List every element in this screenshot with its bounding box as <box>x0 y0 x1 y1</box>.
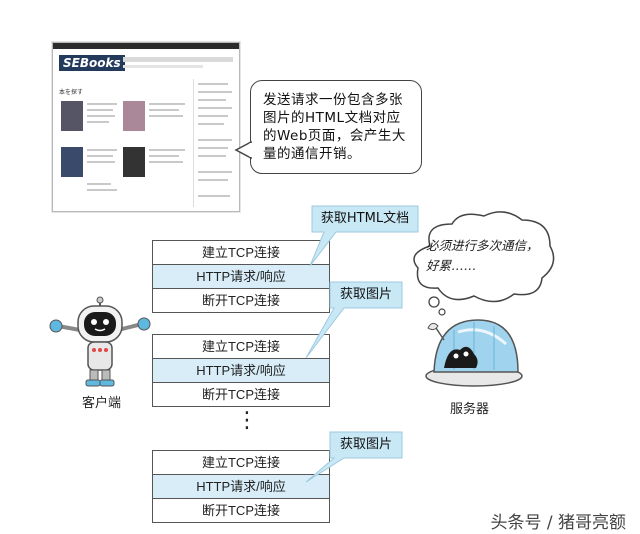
callout-get-image: 获取图片 <box>339 287 392 302</box>
thumbnail-sidebar <box>193 79 236 207</box>
watermark: 头条号 / 猪哥亮额 <box>490 513 626 533</box>
callout-get-html: 获取HTML文档 <box>320 211 410 226</box>
tcp-connect-row: 建立TCP连接 <box>153 335 329 359</box>
tcp-disconnect-row: 断开TCP连接 <box>201 293 280 308</box>
connection-block-3: 建立TCP连接 HTTP请求/响应 断开TCP连接 <box>152 450 330 523</box>
thumbnail-nav <box>123 57 233 62</box>
tcp-connect-row: 建立TCP连接 <box>153 241 329 265</box>
tcp-disconnect-row: 断开TCP连接 <box>201 503 280 518</box>
bubble-text: 发送请求一份包含多张图片的HTML文档对应的Web页面，会产生大量的通信开销。 <box>263 92 406 162</box>
callout-get-image: 获取图片 <box>339 437 392 452</box>
book-cover <box>61 101 83 131</box>
text-line <box>149 103 185 105</box>
thumbnail-logo: SEBooks <box>59 55 125 71</box>
http-request-row: HTTP请求/响应 <box>153 265 329 289</box>
text-line <box>87 115 115 117</box>
tcp-disconnect-row: 断开TCP连接 <box>201 387 280 402</box>
book-cover <box>123 101 145 131</box>
text-line <box>149 149 185 151</box>
text-line <box>87 149 117 151</box>
vertical-ellipsis: ⋮ <box>236 408 258 433</box>
thumbnail-subnav <box>123 65 203 68</box>
http-request-row: HTTP请求/响应 <box>153 475 329 499</box>
text-line <box>87 183 111 185</box>
thumbnail-section-title: 本を探す <box>59 89 84 96</box>
server-icon <box>425 319 523 387</box>
speech-bubble: 发送请求一份包含多张图片的HTML文档对应的Web页面，会产生大量的通信开销。 <box>250 80 422 174</box>
text-line <box>149 155 179 157</box>
text-line <box>87 103 117 105</box>
client-robot-icon <box>49 296 151 387</box>
http-request-row: HTTP请求/响应 <box>153 359 329 383</box>
text-line <box>87 161 115 163</box>
thought-cloud <box>413 211 555 316</box>
text-line <box>149 115 183 117</box>
thumbnail-topbar <box>53 43 239 49</box>
text-line <box>87 155 113 157</box>
text-line <box>87 109 113 111</box>
thought-text: 必须进行多次通信，好累…… <box>426 238 539 273</box>
book-cover <box>123 147 145 177</box>
tcp-connect-row: 建立TCP连接 <box>153 451 329 475</box>
text-line <box>149 109 179 111</box>
server-label: 服务器 <box>450 402 490 417</box>
connection-block-2: 建立TCP连接 HTTP请求/响应 断开TCP连接 <box>152 334 330 407</box>
connection-block-1: 建立TCP连接 HTTP请求/响应 断开TCP连接 <box>152 240 330 313</box>
text-line <box>149 161 183 163</box>
client-label: 客户端 <box>82 396 122 411</box>
text-line <box>87 121 109 123</box>
book-cover <box>61 147 83 177</box>
webpage-thumbnail: SEBooks 本を探す <box>52 42 240 212</box>
text-line <box>87 189 117 191</box>
